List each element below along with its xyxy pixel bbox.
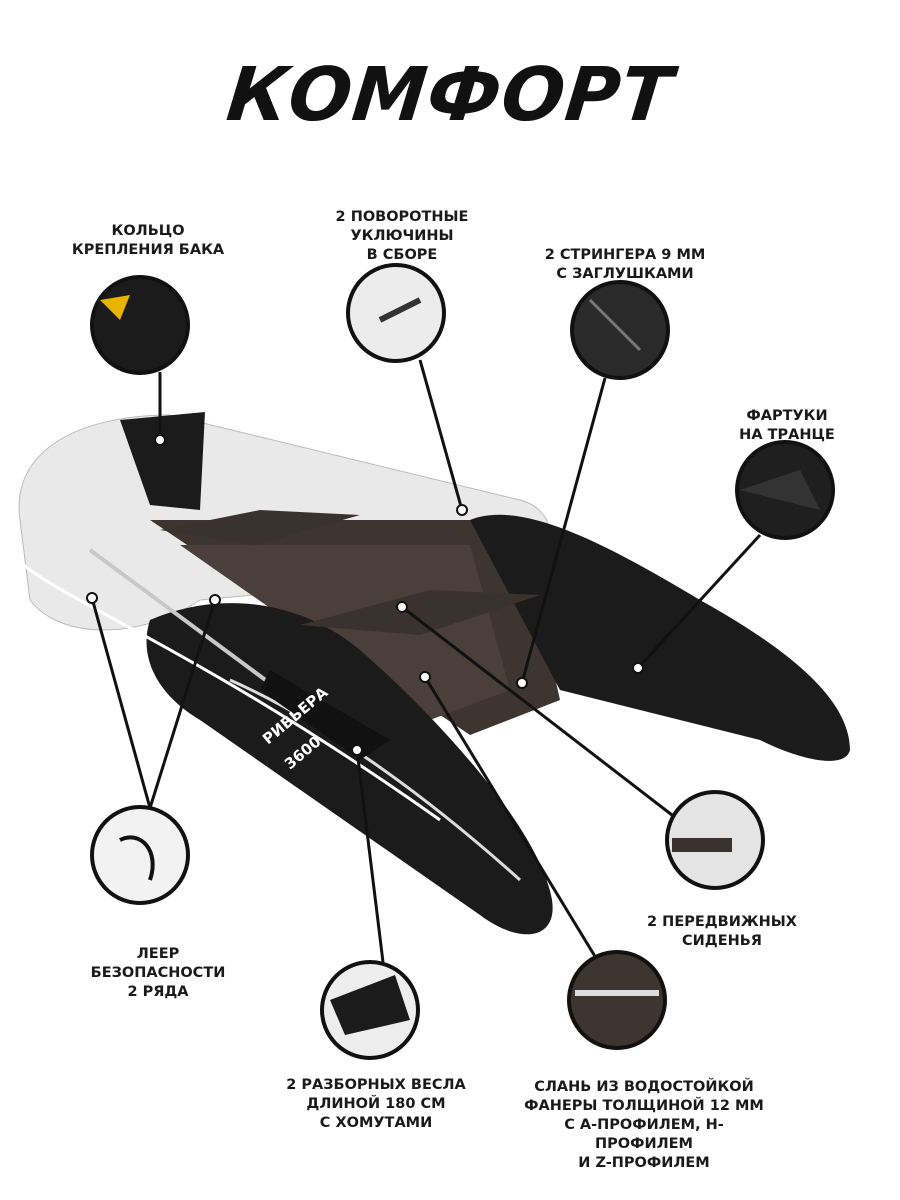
detail-accents bbox=[100, 295, 820, 1035]
boat: РИВЬЕРА 3600 bbox=[16, 412, 850, 935]
leader-dots bbox=[86, 434, 644, 756]
feature-label-seats: 2 ПЕРЕДВИЖНЫХ СИДЕНЬЯ bbox=[647, 914, 797, 949]
feature-label-oarlocks: 2 ПОВОРОТНЫЕ УКЛЮЧИНЫ В СБОРЕ bbox=[335, 209, 469, 263]
feature-label-fuel-ring: КОЛЬЦО КРЕПЛЕНИЯ БАКА bbox=[71, 223, 225, 258]
detail-floor bbox=[567, 950, 667, 1050]
detail-fuel-ring bbox=[90, 275, 190, 375]
feature-label-floor: СЛАНЬ ИЗ ВОДОСТОЙКОЙ ФАНЕРЫ ТОЛЩИНОЙ 12 … bbox=[524, 1079, 764, 1171]
leader-lines bbox=[90, 359, 762, 963]
detail-safety-line bbox=[90, 805, 190, 905]
feature-label-oars: 2 РАЗБОРНЫХ ВЕСЛА ДЛИНОЙ 180 СМ С ХОМУТА… bbox=[286, 1077, 466, 1131]
feature-label-safety-line: ЛЕЕР БЕЗОПАСНОСТИ 2 РЯДА bbox=[90, 946, 226, 1000]
feature-label-stringers: 2 СТРИНГЕРА 9 ММ С ЗАГЛУШКАМИ bbox=[544, 247, 706, 282]
feature-label-transom-aprons: ФАРТУКИ НА ТРАНЦЕ bbox=[739, 408, 835, 443]
